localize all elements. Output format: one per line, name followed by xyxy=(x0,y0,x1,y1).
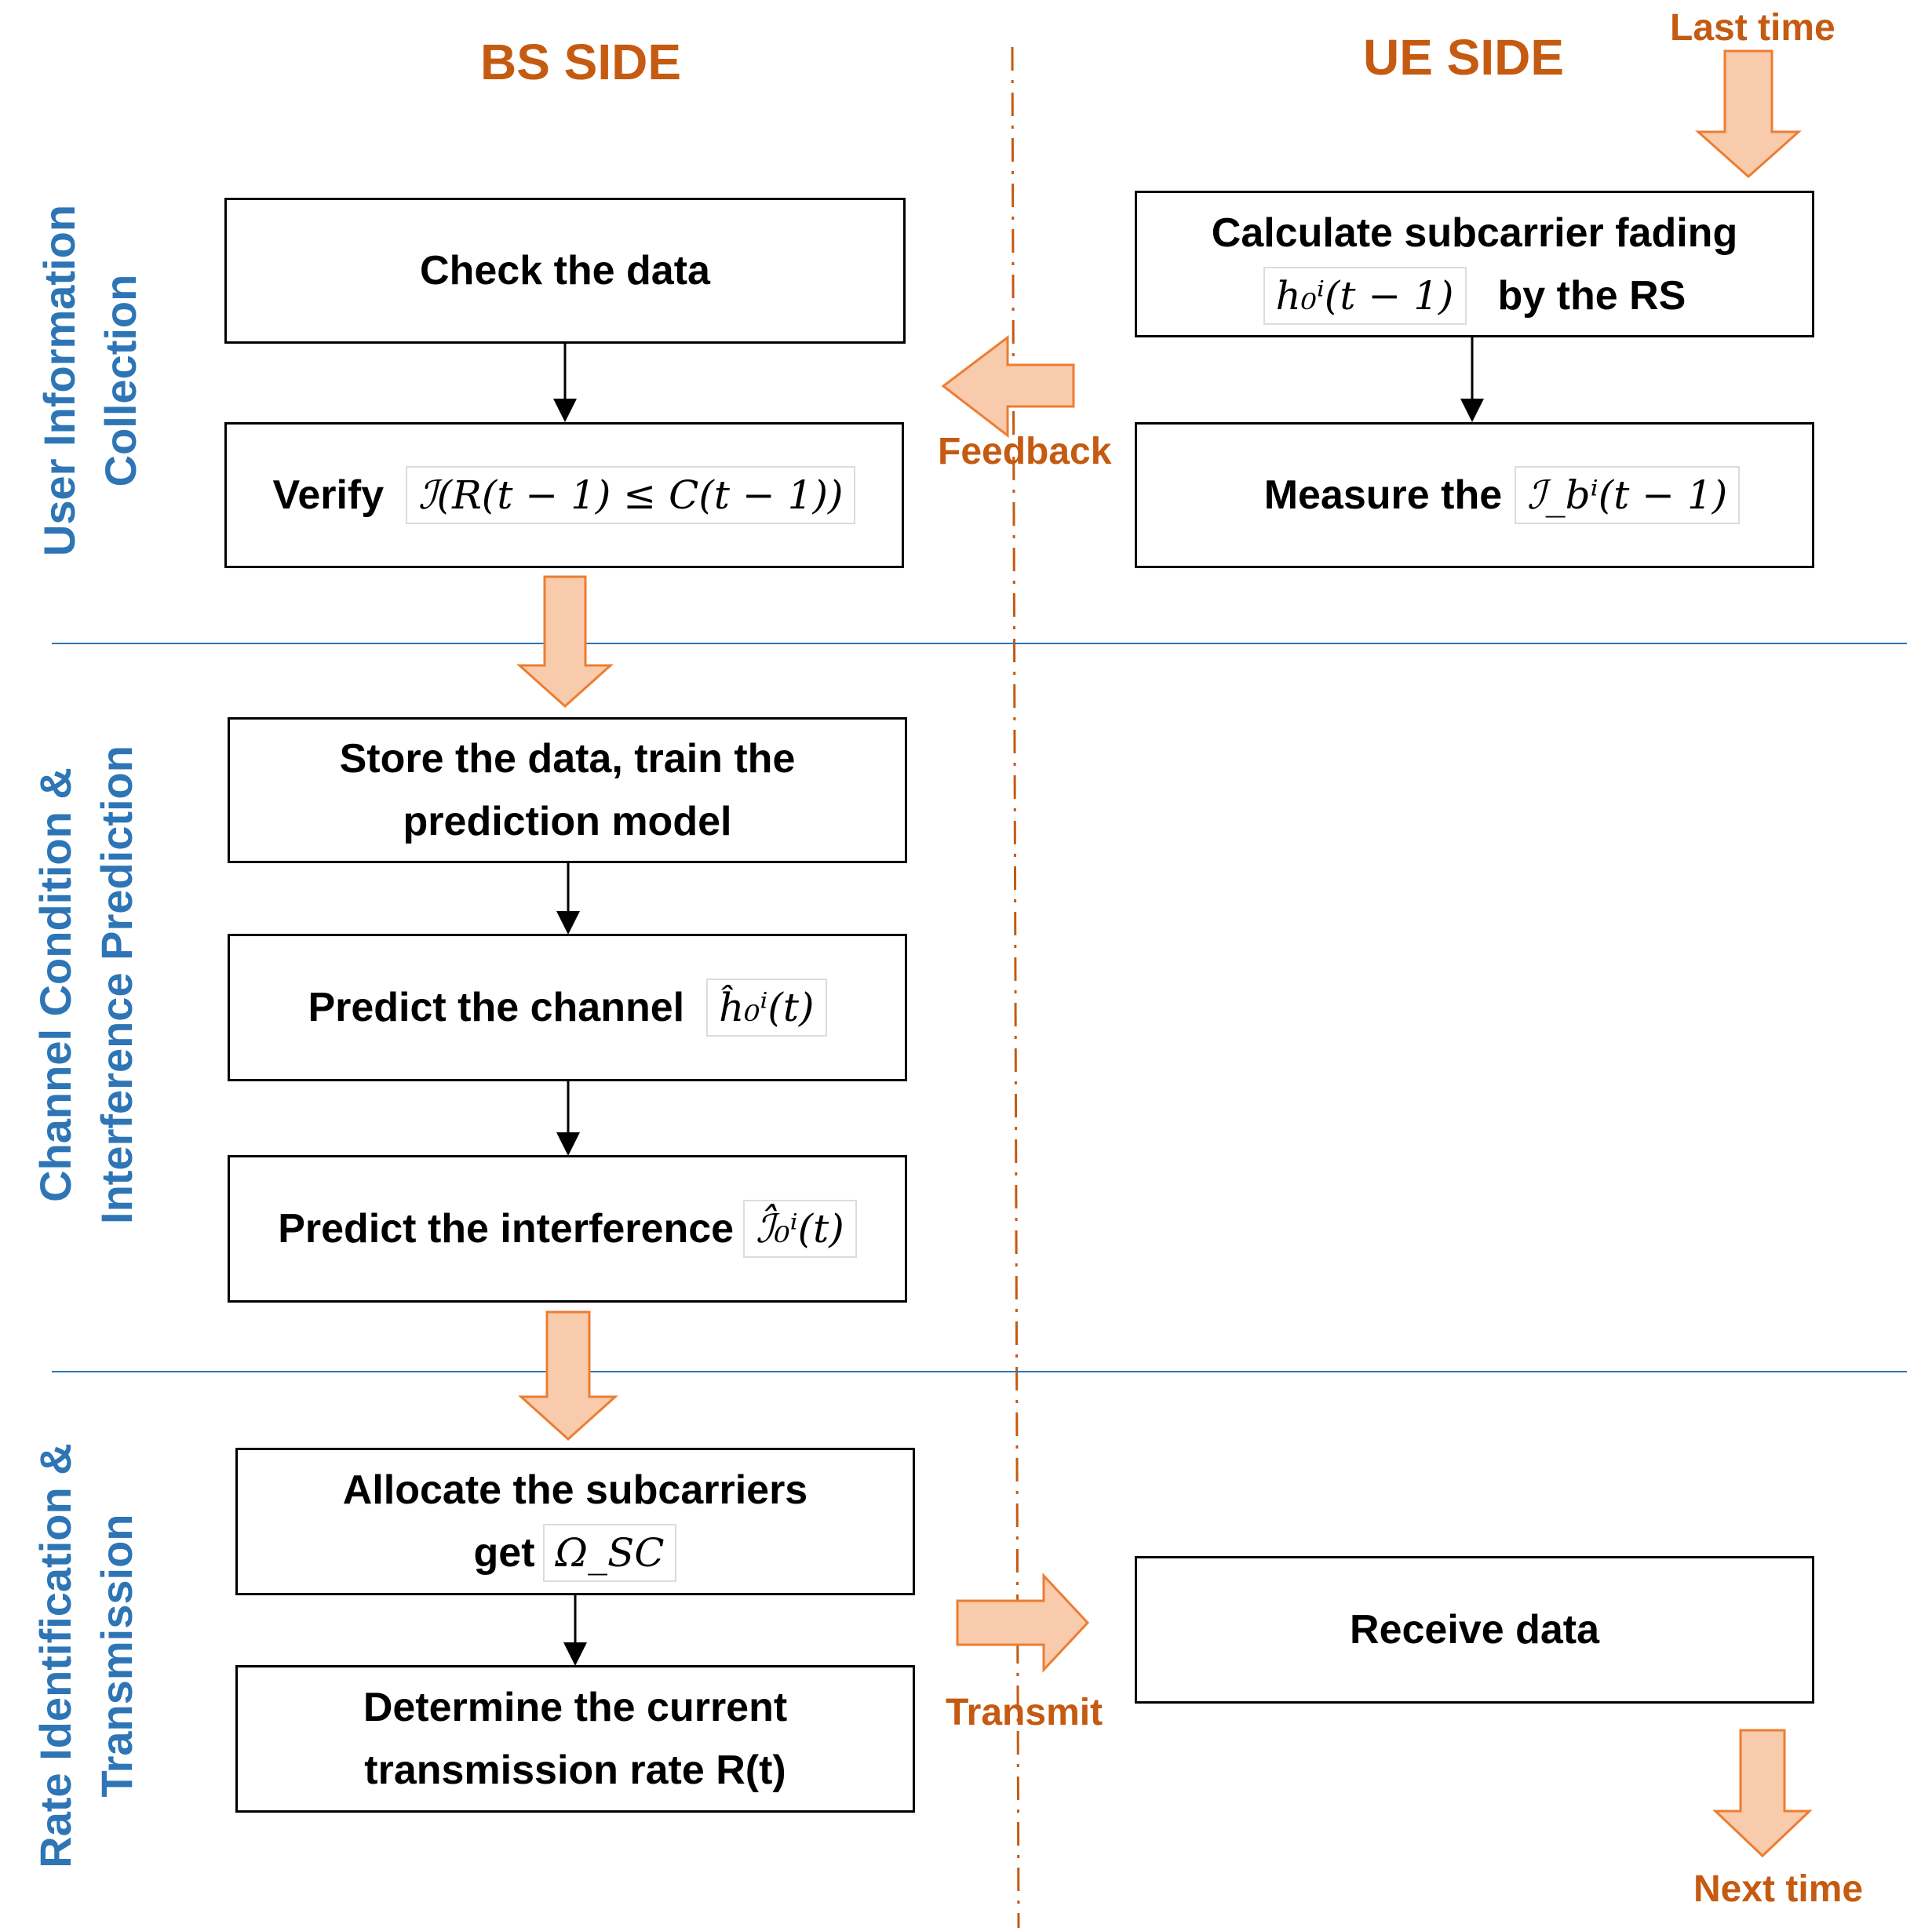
transmit-label: Transmit xyxy=(946,1692,1103,1733)
block-arrow-transmit xyxy=(956,1573,1090,1673)
predict-channel-formula: ĥ₀ⁱ(t) xyxy=(706,979,827,1037)
calculate-by-rs-text: by the RS xyxy=(1497,272,1686,319)
allocate-line-1: Allocate the subcarriers xyxy=(342,1467,808,1513)
next-time-label: Next time xyxy=(1693,1868,1864,1910)
check-data-text: Check the data xyxy=(420,248,710,293)
block-arrow-next-time xyxy=(1712,1729,1813,1858)
verify-text: Verify xyxy=(272,472,385,518)
predict-interference-formula: ℐ̂₀ⁱ(t) xyxy=(743,1200,857,1258)
phase-collection-line2: Collection xyxy=(96,274,145,487)
feedback-label: Feedback xyxy=(938,431,1112,472)
receive-data-text: Receive data xyxy=(1350,1607,1599,1653)
check-data-box: Check the data xyxy=(224,198,906,344)
phase-prediction-line1: Channel Condition & xyxy=(31,767,80,1202)
verify-formula: ℐ(R(t − 1) ≤ C(t − 1)) xyxy=(406,466,856,524)
measure-text: Measure the xyxy=(1263,472,1503,518)
predict-channel-box: Predict the channel ĥ₀ⁱ(t) xyxy=(228,934,907,1081)
allocate-get-text: get xyxy=(473,1530,535,1576)
predict-interference-line: Predict the interference ℐ̂₀ⁱ(t) xyxy=(278,1197,857,1260)
store-line-2: prediction model xyxy=(403,799,732,844)
determine-rate-box: Determine the current transmission rate … xyxy=(235,1665,915,1813)
bs-side-title: BS SIDE xyxy=(479,34,682,90)
block-arrow-last-time xyxy=(1695,49,1802,179)
measure-formula: ℐ_bⁱ(t − 1) xyxy=(1515,466,1741,524)
calculate-formula: h₀ⁱ(t − 1) xyxy=(1263,266,1467,325)
block-arrow-phase-1-to-2 xyxy=(516,575,614,709)
phase-prediction-line2: Interference Prediction xyxy=(92,745,141,1224)
verify-box: Verify ℐ(R(t − 1) ≤ C(t − 1)) xyxy=(224,422,904,568)
predict-interference-box: Predict the interference ℐ̂₀ⁱ(t) xyxy=(228,1155,907,1303)
determine-line-2: transmission rate R(t) xyxy=(364,1748,786,1793)
phase-transmission-line2: Transmission xyxy=(92,1514,141,1798)
store-line-1: Store the data, train the xyxy=(339,736,796,782)
predict-channel-line: Predict the channel ĥ₀ⁱ(t) xyxy=(308,976,827,1039)
allocate-line-2: get Ω_SC xyxy=(474,1522,677,1584)
allocate-subcarriers-box: Allocate the subcarriers get Ω_SC xyxy=(235,1448,915,1595)
determine-line-1: Determine the current xyxy=(363,1685,788,1730)
calculate-line-2: h₀ⁱ(t − 1) by the RS xyxy=(1263,264,1686,327)
predict-interference-text: Predict the interference xyxy=(278,1206,735,1252)
store-data-box: Store the data, train the prediction mod… xyxy=(228,717,907,863)
phase-transmission-line1: Rate Identification & xyxy=(31,1443,80,1868)
ue-side-title: UE SIDE xyxy=(1362,29,1565,86)
measure-line: Measure the ℐ_bⁱ(t − 1) xyxy=(1209,464,1741,527)
phase-collection-line1: User Information xyxy=(35,204,84,557)
calculate-line-1: Calculate subcarrier fading xyxy=(1211,210,1738,256)
calculate-fading-box: Calculate subcarrier fading h₀ⁱ(t − 1) b… xyxy=(1135,191,1814,337)
last-time-label: Last time xyxy=(1670,7,1835,49)
receive-data-box: Receive data xyxy=(1135,1556,1814,1704)
block-arrow-feedback xyxy=(941,334,1075,439)
allocate-formula: Ω_SC xyxy=(542,1524,677,1582)
predict-channel-text: Predict the channel xyxy=(308,985,685,1030)
measure-box: Measure the ℐ_bⁱ(t − 1) xyxy=(1135,422,1814,568)
block-arrow-phase-2-to-3 xyxy=(518,1310,618,1441)
verify-line: Verify ℐ(R(t − 1) ≤ C(t − 1)) xyxy=(273,464,856,527)
